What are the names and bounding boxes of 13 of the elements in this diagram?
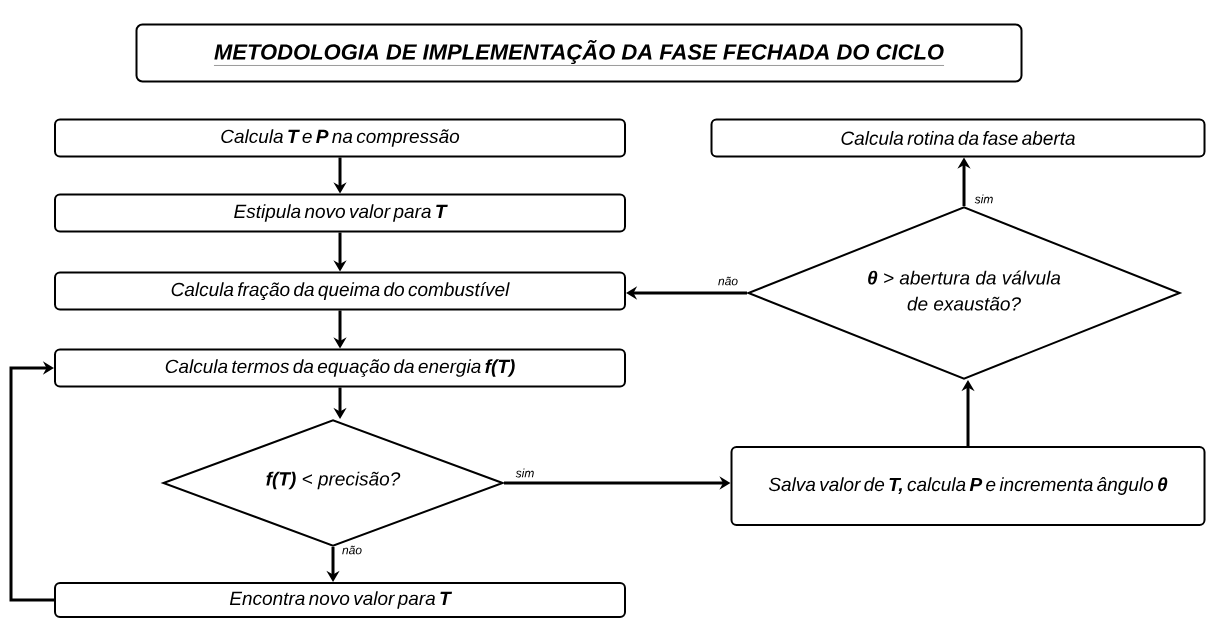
process-box: Salva valor de T, calcula P e incrementa ângulo θ bbox=[730, 446, 1206, 526]
process-box: Calcula Te P na compressão bbox=[54, 118, 626, 158]
edge-label: sim bbox=[514, 467, 536, 479]
process-box: Estipula novo valor para T bbox=[54, 193, 626, 233]
process-box: Calcula termos da equação da energia f(T) bbox=[54, 348, 626, 388]
edge-label: sim bbox=[973, 193, 995, 205]
edge-label: não bbox=[341, 544, 363, 556]
process-box: Encontra novo valor para T bbox=[54, 582, 626, 618]
process-box: Calcula fração da queima do combustível bbox=[54, 271, 626, 311]
process-box: Calcula rotina da fase aberta bbox=[710, 118, 1206, 158]
arrow bbox=[9, 361, 54, 602]
edge-label: não bbox=[717, 275, 739, 287]
title-box: METODOLOGIA DE IMPLEMENTAÇÃO DA FASE FECHADA DO CICLO bbox=[135, 23, 1023, 83]
